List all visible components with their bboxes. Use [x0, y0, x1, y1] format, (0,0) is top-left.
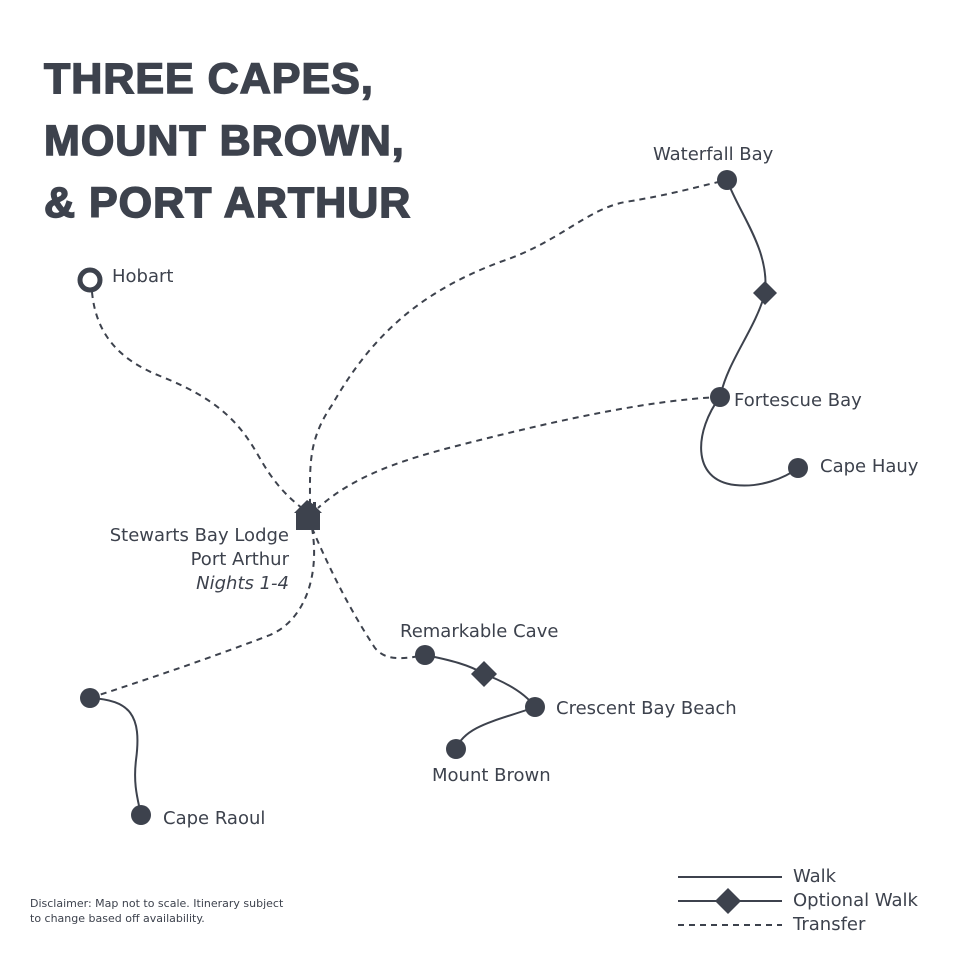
waterfall-bay-marker [717, 170, 737, 190]
lodge-nights: Nights 1-4 [196, 573, 289, 594]
label-mount-brown: Mount Brown [432, 765, 551, 786]
transfer-lodge-remarkable-cave [311, 527, 426, 660]
label-waterfall-bay: Waterfall Bay [653, 144, 774, 165]
optional-walk-diamond-icon [753, 281, 777, 305]
lodge-name: Stewarts Bay Lodge [109, 525, 289, 546]
label-hobart: Hobart [112, 266, 174, 287]
transfer-lodge-cape-raoul-start [89, 527, 316, 699]
label-remarkable-cave: Remarkable Cave [400, 621, 559, 642]
cape-raoul-start-marker [80, 688, 100, 708]
lodge-house-icon [294, 500, 322, 530]
legend-optional-walk-label: Optional Walk [793, 890, 918, 911]
walk-cape-raoul [89, 697, 142, 816]
legend-diamond-icon [715, 888, 741, 914]
label-cape-raoul: Cape Raoul [163, 808, 266, 829]
title-line-2: MOUNT BROWN, [43, 116, 405, 166]
remarkable-cave-marker [415, 645, 435, 665]
legend-transfer-label: Transfer [793, 914, 866, 935]
walk-crescent-mount-brown [455, 706, 536, 750]
cape-hauy-marker [788, 458, 808, 478]
fortescue-bay-marker [710, 387, 730, 407]
label-fortescue-bay: Fortescue Bay [734, 390, 862, 411]
mount-brown-marker [446, 739, 466, 759]
cape-raoul-marker [131, 805, 151, 825]
title-line-3: & PORT ARTHUR [43, 178, 412, 228]
map-title: THREE CAPES, MOUNT BROWN, & PORT ARTHUR [43, 48, 412, 234]
disclaimer-line-2: to change based off availability. [30, 912, 205, 925]
disclaimer: Disclaimer: Map not to scale. Itinerary … [30, 896, 283, 926]
title-line-1: THREE CAPES, [43, 54, 374, 104]
transfer-hobart-lodge [91, 291, 303, 509]
label-cape-hauy: Cape Hauy [820, 456, 919, 477]
transfer-lodge-waterfall-bay [308, 179, 728, 506]
disclaimer-line-1: Disclaimer: Map not to scale. Itinerary … [30, 897, 284, 910]
walk-fortescue-cape-hauy [700, 396, 799, 487]
crescent-bay-marker [525, 697, 545, 717]
transfer-fortescue-lodge [317, 396, 721, 509]
label-lodge: Stewarts Bay Lodge Port Arthur Nights 1-… [110, 524, 289, 596]
lodge-place: Port Arthur [190, 549, 289, 570]
optional-walk-diamond-icon [471, 661, 497, 687]
hobart-marker [77, 267, 103, 293]
label-crescent-bay: Crescent Bay Beach [556, 698, 737, 719]
legend-walk-label: Walk [793, 866, 837, 887]
